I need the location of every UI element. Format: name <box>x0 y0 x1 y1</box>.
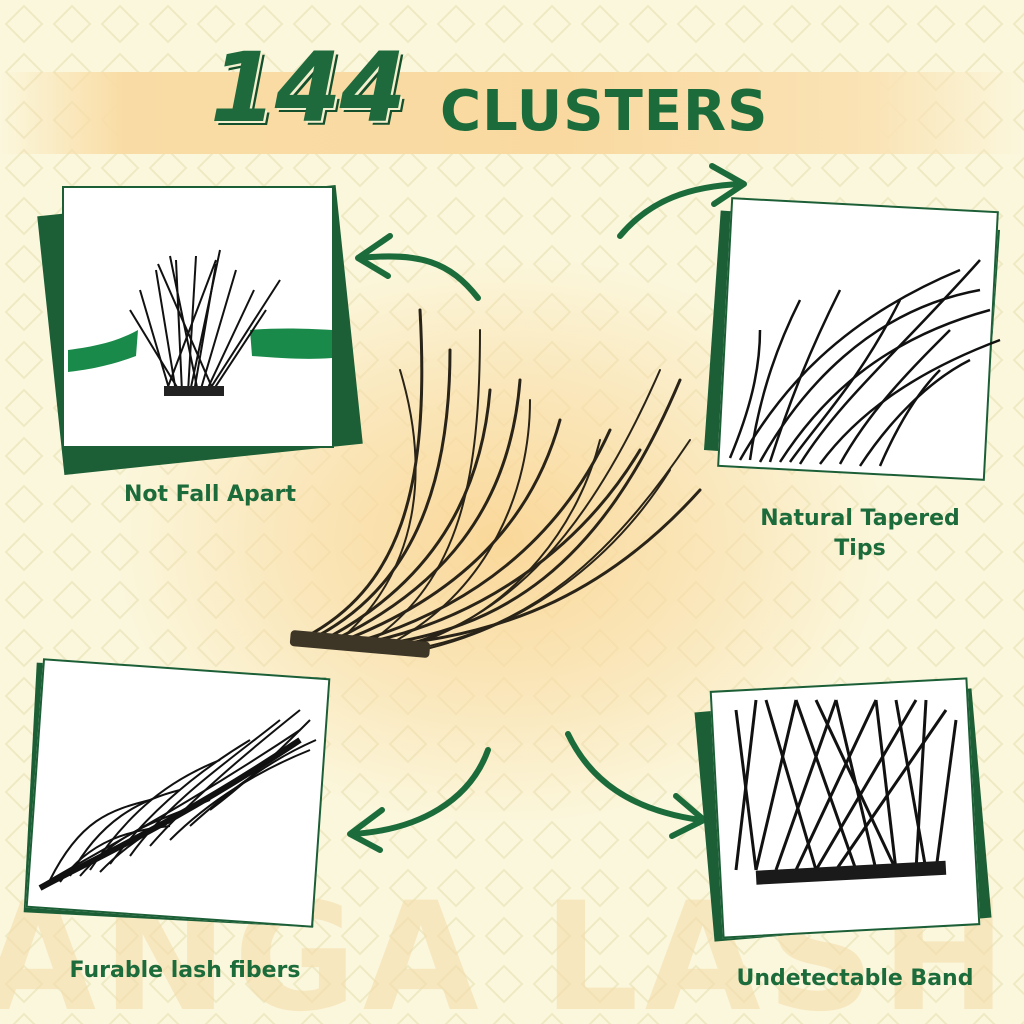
caption-not-fall-apart: Not Fall Apart <box>123 482 296 507</box>
title-banner <box>0 72 1024 154</box>
feature-card-undetectable-band <box>694 670 996 950</box>
caption-undetectable-band: Undetectable Band <box>736 966 974 991</box>
feature-card-furable-lash-fibers <box>20 650 340 950</box>
lash-band-image <box>734 699 958 885</box>
lash-cluster-image <box>289 308 702 658</box>
title-number: 144 <box>210 32 406 144</box>
title-word: CLUSTERS <box>440 79 769 144</box>
strip-lash-image <box>38 709 317 891</box>
caption-furable-lash-fibers: Furable lash fibers <box>69 958 301 983</box>
card-photo-frame <box>62 186 334 448</box>
lash-tweezers-image <box>68 249 332 396</box>
feature-card-natural-tapered-tips <box>700 190 1010 500</box>
caption-natural-tapered-tips: Natural Tapered Tips <box>760 506 960 561</box>
feature-card-not-fall-apart <box>37 160 363 480</box>
tapered-tips-image <box>728 259 1001 467</box>
